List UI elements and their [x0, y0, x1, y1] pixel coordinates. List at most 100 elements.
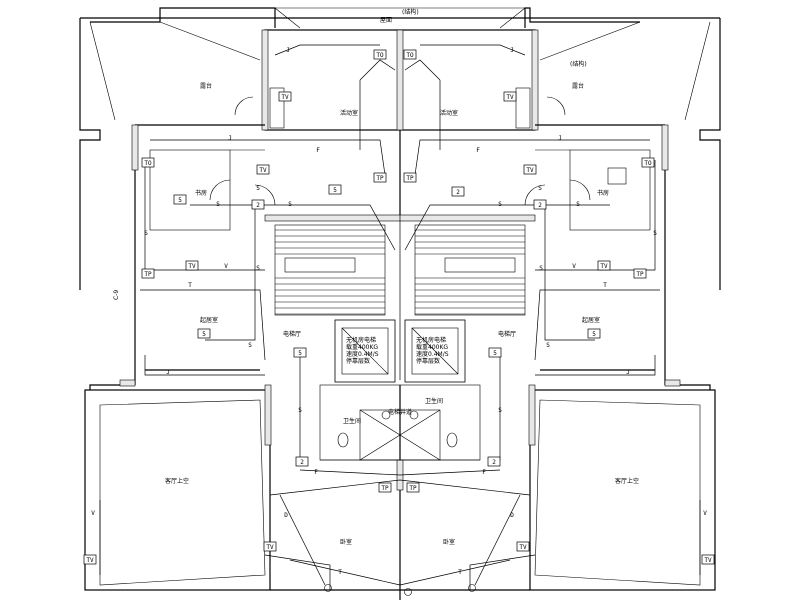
- symbol-text: TV: [506, 94, 514, 101]
- symbol-tp-30: TP: [633, 268, 647, 279]
- symbol-box5-46: 5: [488, 347, 502, 358]
- symbol-tv-56: TV: [516, 541, 530, 552]
- symbol-text: V: [572, 263, 576, 270]
- elevator-left-line1: 无机房电梯: [346, 336, 376, 344]
- symbol-s-38: S: [539, 265, 543, 272]
- symbol-j-26: J: [558, 135, 562, 142]
- elevator-right-line1: 无机房电梯: [416, 336, 446, 344]
- symbol-text: F: [314, 469, 318, 476]
- symbol-s-35: S: [144, 230, 148, 237]
- symbol-tp-54: TP: [406, 482, 420, 493]
- label-activity-right: 活动室: [440, 109, 458, 117]
- symbol-t-34: T: [603, 282, 607, 289]
- symbol-box2-14: 2: [251, 199, 265, 210]
- label-study-right: 书房: [597, 189, 609, 197]
- symbol-tv-6: TV: [256, 164, 270, 175]
- symbol-text: S: [248, 342, 252, 349]
- symbol-text: S: [576, 201, 580, 208]
- symbol-f-52: F: [482, 469, 486, 476]
- symbol-text: S: [498, 407, 502, 414]
- symbol-text: S: [538, 185, 542, 192]
- symbol-box5-39: 5: [197, 328, 211, 339]
- label-side-tag: C-9: [113, 290, 120, 300]
- symbol-text: T: [603, 282, 607, 289]
- symbol-text: J: [286, 47, 290, 54]
- elevator-left-line3: 速度0.4M/S: [346, 350, 379, 358]
- symbol-text: TP: [409, 485, 417, 492]
- symbol-text: 5: [493, 350, 497, 357]
- symbol-text: TV: [281, 94, 289, 101]
- symbol-text: 5: [333, 187, 337, 194]
- symbol-box2-11: 2: [451, 186, 465, 197]
- label-bath-right: 卫生间: [425, 397, 443, 405]
- symbol-text: 5: [202, 331, 206, 338]
- symbol-box2-49: 2: [295, 456, 309, 467]
- symbol-text: S: [539, 265, 543, 272]
- symbol-text: J: [510, 47, 514, 54]
- shelf-right: [515, 87, 531, 129]
- symbol-tv-58: TV: [701, 554, 715, 565]
- symbol-s-42: S: [546, 342, 550, 349]
- symbol-t-33: T: [188, 282, 192, 289]
- door-arc-terrace-left: [234, 96, 254, 116]
- door-arc-terrace-right: [546, 96, 566, 116]
- symbol-text: J: [558, 135, 562, 142]
- toilet-left: [337, 432, 349, 448]
- symbol-text: TP: [381, 485, 389, 492]
- terminal-right: [468, 584, 476, 592]
- symbol-j-24: J: [510, 47, 514, 54]
- symbol-s-19: S: [256, 185, 260, 192]
- symbol-s-16: S: [288, 201, 292, 208]
- symbol-j-44: J: [626, 369, 630, 376]
- symbol-text: J: [626, 369, 630, 376]
- symbol-text: TV: [600, 263, 608, 270]
- label-bedroom-right: 卧室: [443, 538, 455, 546]
- symbol-tp-9: TP: [403, 172, 417, 183]
- elevator-left-line2: 载重400KG: [346, 343, 378, 351]
- symbol-tv-7: TV: [523, 164, 537, 175]
- symbol-v-32: V: [572, 263, 576, 270]
- symbol-t-60: T: [458, 569, 462, 576]
- symbol-box2-13: 2: [533, 199, 547, 210]
- label-living-void-left: 客厅上空: [165, 477, 189, 485]
- symbol-text: TP: [406, 175, 414, 182]
- symbol-text: S: [256, 185, 260, 192]
- fixtures: [209, 87, 627, 448]
- symbol-text: TV: [188, 263, 196, 270]
- symbol-text: 2: [456, 189, 460, 196]
- symbol-box5-45: 5: [293, 347, 307, 358]
- symbol-text: TP: [636, 271, 644, 278]
- symbol-s-48: S: [498, 407, 502, 414]
- door-arc-study-left: [209, 179, 231, 201]
- symbol-text: TV: [519, 544, 527, 551]
- symbol-text: 5: [592, 331, 596, 338]
- symbol-d-64: D: [510, 512, 514, 519]
- symbol-text: TV: [259, 167, 267, 174]
- symbol-f-22: F: [476, 147, 480, 154]
- symbol-text: T: [338, 569, 342, 576]
- label-bath-left: 卫生间: [343, 417, 361, 425]
- symbol-f-51: F: [314, 469, 318, 476]
- symbol-tv-28: TV: [597, 260, 611, 271]
- symbol-to-5: TO: [641, 157, 655, 168]
- terrace-lines: [89, 7, 711, 121]
- symbol-tp-29: TP: [141, 268, 155, 279]
- symbol-text: TP: [144, 271, 152, 278]
- symbol-text: S: [144, 230, 148, 237]
- symbol-text: 5: [298, 350, 302, 357]
- symbol-text: V: [224, 263, 228, 270]
- symbol-text: F: [482, 469, 486, 476]
- symbol-tp-53: TP: [378, 482, 392, 493]
- toilet-right: [446, 432, 458, 448]
- symbol-v-62: V: [703, 510, 707, 517]
- symbol-text: S: [546, 342, 550, 349]
- label-terrace-left: 露台: [200, 82, 212, 90]
- symbol-to-2: TO: [373, 49, 387, 60]
- partitions: [145, 149, 655, 461]
- symbol-s-47: S: [298, 407, 302, 414]
- label-top-right-note: (结构): [570, 60, 587, 68]
- room-labels: (结构) 屋面 露台 露台 (结构) 活动室 活动室 书房 书房 起居室 起居室…: [113, 8, 639, 546]
- symbol-text: 5: [178, 197, 182, 204]
- door-arc-hall-right: [524, 184, 546, 206]
